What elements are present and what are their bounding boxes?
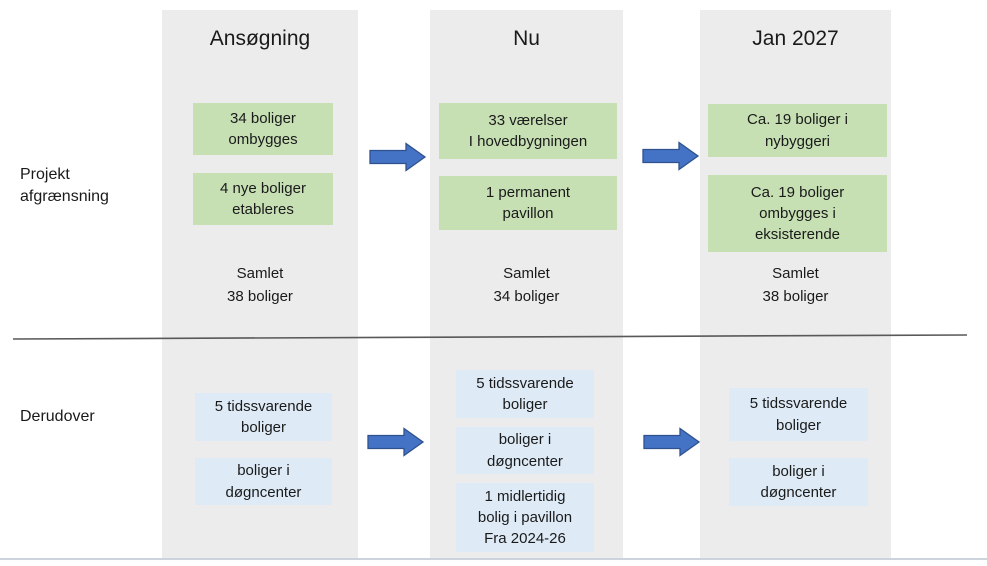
- green-box-ca19-nybyggeri: Ca. 19 boliger i nybyggeri: [708, 104, 887, 157]
- column-header-ansoegning: Ansøgning: [209, 27, 311, 50]
- green-box-33-vaerelser: 33 værelser I hovedbygningen: [439, 103, 617, 159]
- column-header-nu: Nu: [513, 27, 540, 50]
- blue-box-col1-doegncenter: boliger i døgncenter: [195, 458, 332, 505]
- bottom-rule-line: [0, 558, 987, 560]
- green-box-34-boliger-ombygges: 34 boliger ombygges: [193, 103, 333, 155]
- summary-jan2027: Samlet 38 boliger: [762, 265, 829, 305]
- row-label-projekt-afgraensning: Projekt afgrænsning: [20, 166, 109, 206]
- green-box-ca19-ombygges: Ca. 19 boliger ombygges i eksisterende: [708, 175, 887, 252]
- summary-nu: Samlet 34 boliger: [493, 265, 560, 305]
- row-label-derudover: Derudover: [20, 408, 95, 425]
- green-box-4-nye-boliger: 4 nye boliger etableres: [193, 173, 333, 225]
- blue-box-col2-tidssvarende: 5 tidssvarende boliger: [456, 370, 594, 418]
- summary-ansoegning: Samlet 38 boliger: [227, 265, 293, 305]
- column-header-jan2027: Jan 2027: [752, 27, 839, 50]
- right-arrow-icon: [643, 427, 701, 457]
- right-arrow-icon: [367, 427, 425, 457]
- right-arrow-icon: [642, 141, 700, 171]
- blue-box-col1-tidssvarende: 5 tidssvarende boliger: [195, 393, 332, 441]
- blue-box-col3-doegncenter: boliger i døgncenter: [729, 458, 868, 506]
- blue-box-col2-midlertidig-pavillon: 1 midlertidig bolig i pavillon Fra 2024-…: [456, 483, 594, 552]
- blue-box-col2-doegncenter: boliger i døgncenter: [456, 427, 594, 474]
- green-box-1-permanent-pavillon: 1 permanent pavillon: [439, 176, 617, 230]
- right-arrow-icon: [369, 142, 427, 172]
- blue-box-col3-tidssvarende: 5 tidssvarende boliger: [729, 388, 868, 441]
